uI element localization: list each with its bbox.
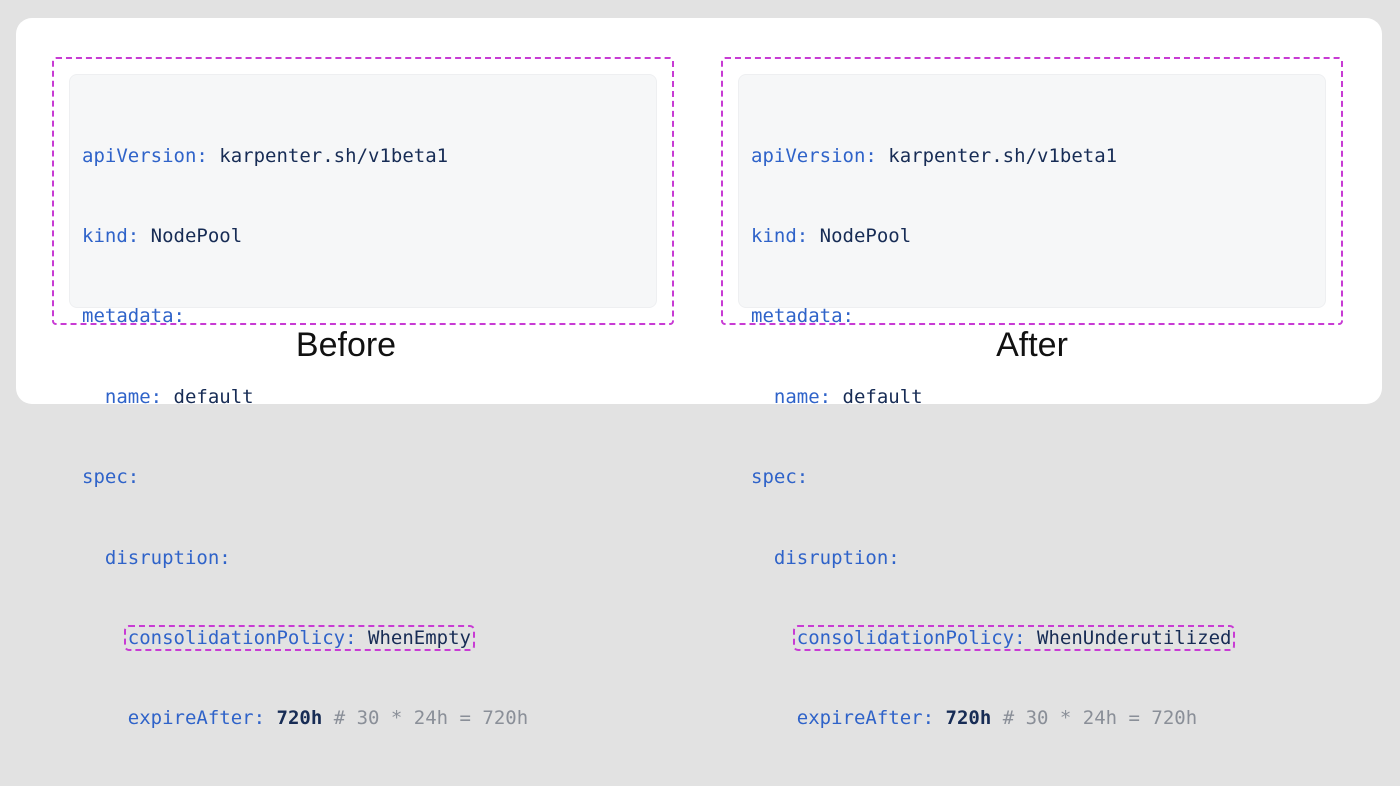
after-highlighted-policy: consolidationPolicy: WhenUnderutilized <box>792 624 1236 651</box>
code-line: expireAfter: 720h # 30 * 24h = 720h <box>751 705 1233 732</box>
code-line: expireAfter: 720h # 30 * 24h = 720h <box>82 705 528 732</box>
yaml-value: default <box>842 385 923 408</box>
yaml-key: apiVersion: <box>82 144 208 167</box>
yaml-value: WhenUnderutilized <box>1037 626 1232 649</box>
code-line: spec: <box>751 464 1233 491</box>
yaml-comment: # 30 * 24h = 720h <box>1002 707 1198 730</box>
code-line: consolidationPolicy: WhenUnderutilized <box>751 624 1236 652</box>
code-line: spec: <box>82 464 528 491</box>
yaml-key: disruption: <box>104 546 231 569</box>
code-line: disruption: <box>82 545 528 572</box>
code-line: apiVersion: karpenter.sh/v1beta1 <box>82 143 528 170</box>
before-highlighted-policy: consolidationPolicy: WhenEmpty <box>123 624 475 651</box>
before-caption: Before <box>295 326 397 364</box>
before-code-block: apiVersion: karpenter.sh/v1beta1 kind: N… <box>69 74 657 729</box>
yaml-number: 720h <box>945 707 992 730</box>
after-caption: After <box>996 326 1068 364</box>
code-line: metadata: <box>82 303 528 330</box>
yaml-value: WhenEmpty <box>368 626 471 649</box>
code-line: apiVersion: karpenter.sh/v1beta1 <box>751 143 1233 170</box>
code-line: kind: NodePool <box>82 223 528 250</box>
yaml-key: name: <box>773 385 832 408</box>
code-line: name: default <box>82 384 528 411</box>
before-panel: apiVersion: karpenter.sh/v1beta1 kind: N… <box>52 57 674 729</box>
yaml-comment: # 30 * 24h = 720h <box>333 707 529 730</box>
code-line: metadata: <box>751 303 1233 330</box>
yaml-key: kind: <box>82 224 140 247</box>
yaml-value: NodePool <box>150 224 243 247</box>
yaml-key: consolidationPolicy: <box>796 626 1026 649</box>
diagram-canvas: apiVersion: karpenter.sh/v1beta1 kind: N… <box>16 18 1382 729</box>
yaml-key: metadata: <box>751 305 854 328</box>
yaml-key: spec: <box>751 466 809 489</box>
yaml-key: metadata: <box>82 305 185 328</box>
before-code-lines: apiVersion: karpenter.sh/v1beta1 kind: N… <box>82 89 528 786</box>
code-line: consolidationPolicy: WhenEmpty <box>82 624 528 652</box>
after-code-block: apiVersion: karpenter.sh/v1beta1 kind: N… <box>738 74 1326 729</box>
yaml-number: 720h <box>276 707 323 730</box>
yaml-key: expireAfter: <box>796 707 935 730</box>
yaml-key: disruption: <box>773 546 900 569</box>
yaml-value: default <box>173 385 254 408</box>
yaml-key: expireAfter: <box>127 707 266 730</box>
after-panel: apiVersion: karpenter.sh/v1beta1 kind: N… <box>721 57 1343 729</box>
yaml-key: apiVersion: <box>751 144 877 167</box>
yaml-key: spec: <box>82 466 140 489</box>
yaml-key: consolidationPolicy: <box>127 626 357 649</box>
code-line: kind: NodePool <box>751 223 1233 250</box>
yaml-value: karpenter.sh/v1beta1 <box>219 144 449 167</box>
yaml-key: kind: <box>751 224 809 247</box>
code-line: disruption: <box>751 545 1233 572</box>
yaml-value: karpenter.sh/v1beta1 <box>888 144 1118 167</box>
yaml-value: NodePool <box>819 224 912 247</box>
code-line: name: default <box>751 384 1233 411</box>
yaml-key: name: <box>104 385 163 408</box>
after-code-lines: apiVersion: karpenter.sh/v1beta1 kind: N… <box>751 89 1236 786</box>
